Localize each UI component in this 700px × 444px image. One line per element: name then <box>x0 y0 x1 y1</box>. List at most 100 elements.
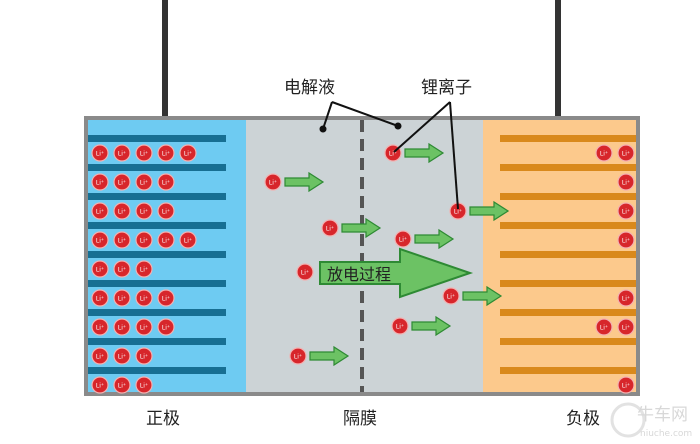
lithium-ion: Li⁺ <box>91 347 109 365</box>
cathode-plate <box>88 222 226 229</box>
cathode-plate <box>88 367 226 374</box>
lithium-ion: Li⁺ <box>157 231 175 249</box>
arrow-right-icon <box>462 285 503 307</box>
callout-line <box>322 101 333 130</box>
lithium-ion: Li⁺ <box>135 202 153 220</box>
lithium-ion: Li⁺ <box>617 231 635 249</box>
svg-text:Li⁺: Li⁺ <box>399 237 407 244</box>
watermark: 牛车网 niuche.com <box>610 402 692 439</box>
svg-text:Li⁺: Li⁺ <box>96 180 104 187</box>
cathode-plate <box>88 280 226 287</box>
lithium-ion-label: 锂离子 <box>421 78 472 98</box>
svg-text:Li⁺: Li⁺ <box>140 296 148 303</box>
lithium-ion: Li⁺ <box>394 230 412 248</box>
cathode-plate <box>88 164 226 171</box>
callout-dot <box>319 125 327 133</box>
svg-text:Li⁺: Li⁺ <box>162 325 170 332</box>
svg-text:Li⁺: Li⁺ <box>118 354 126 361</box>
lithium-ion: Li⁺ <box>264 173 282 191</box>
lithium-ion: Li⁺ <box>91 231 109 249</box>
process-label: 放电过程 <box>327 265 391 284</box>
lithium-ion: Li⁺ <box>113 144 131 162</box>
lithium-ion: Li⁺ <box>135 289 153 307</box>
lithium-ion: Li⁺ <box>113 260 131 278</box>
arrow-right-icon <box>284 171 325 193</box>
lithium-ion: Li⁺ <box>91 202 109 220</box>
lithium-ion: Li⁺ <box>91 144 109 162</box>
cathode-terminal <box>162 0 168 138</box>
cathode-label: 正极 <box>146 409 180 429</box>
lithium-ion: Li⁺ <box>91 260 109 278</box>
cathode-plate <box>88 309 226 316</box>
svg-text:Li⁺: Li⁺ <box>96 267 104 274</box>
lithium-ion: Li⁺ <box>321 219 339 237</box>
callout-dot <box>394 122 402 130</box>
electrolyte-label: 电解液 <box>284 78 335 98</box>
svg-text:Li⁺: Li⁺ <box>389 151 397 158</box>
lithium-ion: Li⁺ <box>289 347 307 365</box>
lithium-ion: Li⁺ <box>179 231 197 249</box>
lithium-ion: Li⁺ <box>617 376 635 394</box>
lithium-ion: Li⁺ <box>113 173 131 191</box>
svg-text:Li⁺: Li⁺ <box>118 180 126 187</box>
svg-text:Li⁺: Li⁺ <box>140 209 148 216</box>
anode-plate <box>500 367 636 374</box>
svg-text:Li⁺: Li⁺ <box>96 296 104 303</box>
svg-text:Li⁺: Li⁺ <box>96 383 104 390</box>
svg-text:Li⁺: Li⁺ <box>622 209 630 216</box>
discharge-arrow: 放电过程 <box>319 247 474 299</box>
lithium-ion: Li⁺ <box>617 144 635 162</box>
svg-text:Li⁺: Li⁺ <box>622 151 630 158</box>
cathode-plate <box>88 338 226 345</box>
arrow-right-icon <box>411 315 452 337</box>
arrow-right-icon <box>414 228 455 250</box>
separator-label: 隔膜 <box>343 409 377 429</box>
watermark-cn: 牛车网 <box>637 405 688 425</box>
lithium-ion: Li⁺ <box>135 347 153 365</box>
lithium-ion: Li⁺ <box>91 173 109 191</box>
svg-text:Li⁺: Li⁺ <box>301 270 309 277</box>
lithium-ion: Li⁺ <box>157 173 175 191</box>
svg-text:Li⁺: Li⁺ <box>118 151 126 158</box>
svg-text:Li⁺: Li⁺ <box>622 180 630 187</box>
svg-text:Li⁺: Li⁺ <box>622 325 630 332</box>
lithium-ion: Li⁺ <box>135 173 153 191</box>
svg-text:Li⁺: Li⁺ <box>600 151 608 158</box>
lithium-ion: Li⁺ <box>157 318 175 336</box>
svg-text:Li⁺: Li⁺ <box>118 238 126 245</box>
callout-lines <box>319 101 459 210</box>
svg-text:Li⁺: Li⁺ <box>140 238 148 245</box>
svg-text:Li⁺: Li⁺ <box>118 296 126 303</box>
svg-text:Li⁺: Li⁺ <box>294 354 302 361</box>
svg-text:Li⁺: Li⁺ <box>269 180 277 187</box>
svg-text:Li⁺: Li⁺ <box>96 325 104 332</box>
lithium-ion: Li⁺ <box>91 376 109 394</box>
lithium-ion: Li⁺ <box>135 231 153 249</box>
svg-text:Li⁺: Li⁺ <box>162 151 170 158</box>
anode-plate <box>500 338 636 345</box>
lithium-ion: Li⁺ <box>135 376 153 394</box>
svg-text:Li⁺: Li⁺ <box>622 383 630 390</box>
lithium-ion: Li⁺ <box>617 173 635 191</box>
svg-text:Li⁺: Li⁺ <box>396 324 404 331</box>
svg-text:Li⁺: Li⁺ <box>96 209 104 216</box>
svg-text:Li⁺: Li⁺ <box>162 180 170 187</box>
lithium-ion: Li⁺ <box>113 202 131 220</box>
callout-line <box>393 101 451 153</box>
svg-text:Li⁺: Li⁺ <box>118 383 126 390</box>
svg-text:Li⁺: Li⁺ <box>96 151 104 158</box>
lithium-ion: Li⁺ <box>617 202 635 220</box>
anode-plate <box>500 135 636 142</box>
lithium-ion: Li⁺ <box>113 231 131 249</box>
cathode-plate <box>88 135 226 142</box>
lithium-ion: Li⁺ <box>113 376 131 394</box>
svg-text:Li⁺: Li⁺ <box>162 296 170 303</box>
svg-text:Li⁺: Li⁺ <box>454 209 462 216</box>
lithium-ion: Li⁺ <box>113 347 131 365</box>
svg-text:Li⁺: Li⁺ <box>162 209 170 216</box>
lithium-ion: Li⁺ <box>617 289 635 307</box>
lithium-ion: Li⁺ <box>157 289 175 307</box>
callout-line <box>331 101 399 127</box>
arrow-right-icon <box>404 142 445 164</box>
